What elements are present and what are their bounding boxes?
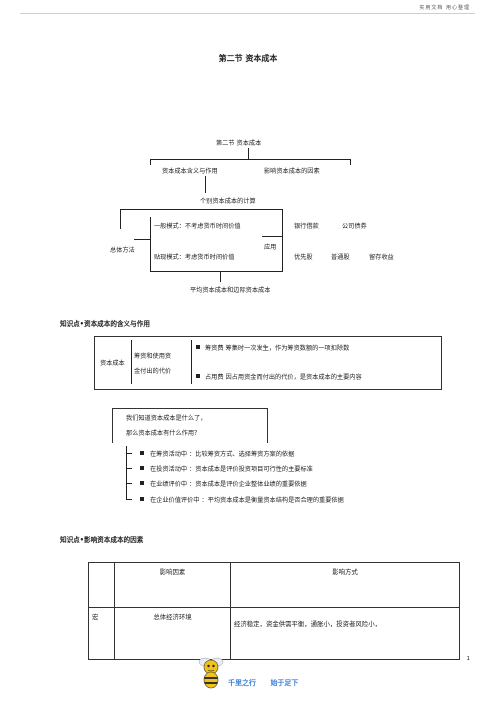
diagram-node-calc: 个别资本成本的计算 xyxy=(200,198,256,205)
brace xyxy=(131,340,132,384)
table-row: 宏 总体经济环境 经济稳定，资金供需平衡，通胀小，投资者风险小， xyxy=(88,607,460,660)
diagram-node-bond: 公司债券 xyxy=(342,223,367,230)
diagram-node-factors: 影响资本成本的因素 xyxy=(264,168,320,175)
page-header: 实用文档 用心整理 xyxy=(419,5,470,11)
list-bracket xyxy=(126,446,127,500)
connector xyxy=(205,176,206,193)
brace xyxy=(191,340,192,384)
bullet-icon xyxy=(140,481,144,485)
list-tick xyxy=(126,453,132,454)
diagram-node-common: 普通股 xyxy=(331,254,350,261)
diagram-node-retained: 留存收益 xyxy=(369,254,394,261)
footer-slogan-part2: 始于足下 xyxy=(270,679,299,687)
bullet-icon xyxy=(140,451,144,455)
section-heading-meaning: 知识点•资本成本的含义与作用 xyxy=(60,320,150,328)
connector xyxy=(134,239,150,240)
impact-factors-table: 影响因素 影响方式 宏 总体经济环境 经济稳定，资金供需平衡，通胀小，投资者风险… xyxy=(88,562,460,660)
diagram-node-method: 总体方法 xyxy=(110,247,135,254)
connector xyxy=(150,271,283,272)
table-cell: 经济稳定，资金供需平衡，通胀小，投资者风险小， xyxy=(230,607,460,660)
use-item: 在企业价值评价中 ：平均资本成本是衡量资本结构是否合理的重要依据 xyxy=(150,497,344,504)
question-box xyxy=(112,408,268,443)
table-header-cell xyxy=(88,562,115,608)
diagram-node-avg-cost: 平均资本成本和边际资本成本 xyxy=(190,287,271,294)
connector xyxy=(150,217,151,271)
diagram-node-discount: 贴现模式：考虑货币时间价值 xyxy=(154,254,235,261)
table-header-cell: 影响方式 xyxy=(230,562,460,608)
table-header-row: 影响因素 影响方式 xyxy=(88,562,460,608)
fee-item-raising: 筹资费 筹集时一次发生，作为筹资数额的一项扣除数 xyxy=(205,345,350,352)
use-item: 在投资活动中 ：资本成本是评价投资项目可行性的主要标准 xyxy=(150,466,313,473)
page-title: 第二节 资本成本 xyxy=(218,54,278,63)
diagram-node-bank-loan: 银行借款 xyxy=(294,223,319,230)
connector xyxy=(248,148,249,159)
connector xyxy=(150,159,350,160)
bullet-icon xyxy=(196,374,200,378)
footer-slogan-part1: 千里之行 xyxy=(228,679,256,687)
section-heading-factors: 知识点•影响资本成本的因素 xyxy=(60,536,144,544)
use-item: 在筹资活动中 ：比较筹资方式、选择筹资方案的依据 xyxy=(150,451,295,458)
bullet-icon xyxy=(196,345,200,349)
page-number: 1 xyxy=(466,656,471,662)
cost-definition-box xyxy=(94,336,442,390)
cost-label: 资本成本 xyxy=(100,360,125,367)
diagram-node-apply: 应用 xyxy=(264,244,277,251)
connector xyxy=(282,209,283,271)
diagram-top-node: 第二节 资本成本 xyxy=(216,140,262,147)
cost-definition-line1: 筹资和使用资 xyxy=(134,353,172,360)
diagram-node-meaning: 资本成本含义与作用 xyxy=(162,168,218,175)
header-divider xyxy=(20,13,475,14)
bee-mascot-icon xyxy=(198,657,224,689)
use-item: 在业绩评价中 ：资本成本是评价企业整体业绩的重要依据 xyxy=(150,481,307,488)
connector xyxy=(150,159,151,165)
list-tick xyxy=(126,483,132,484)
table-cell: 总体经济环境 xyxy=(114,607,231,660)
connector xyxy=(220,271,221,282)
fee-item-occupancy: 占用费 因占用资金而付出的代价，是资本成本的主要内容 xyxy=(205,374,362,381)
list-tick xyxy=(126,468,132,469)
table-cell: 宏 xyxy=(88,607,115,660)
connector xyxy=(120,209,282,210)
connector xyxy=(350,159,351,165)
bullet-icon xyxy=(140,497,144,501)
diagram-node-preferred: 优先股 xyxy=(294,254,313,261)
bullet-icon xyxy=(140,466,144,470)
list-tick xyxy=(126,499,132,500)
question-line1: 我们知道资本成本是什么了， xyxy=(126,415,207,422)
question-line2: 那么资本成本有什么作用？ xyxy=(126,430,201,437)
table-header-cell: 影响因素 xyxy=(114,562,231,608)
footer-slogan: 千里之行 始于足下 xyxy=(228,678,310,688)
connector xyxy=(262,236,282,237)
cost-definition-line2: 金付出的代价 xyxy=(134,368,172,375)
connector xyxy=(120,209,121,229)
diagram-node-general: 一般模式：不考虑货币时间价值 xyxy=(154,223,241,230)
